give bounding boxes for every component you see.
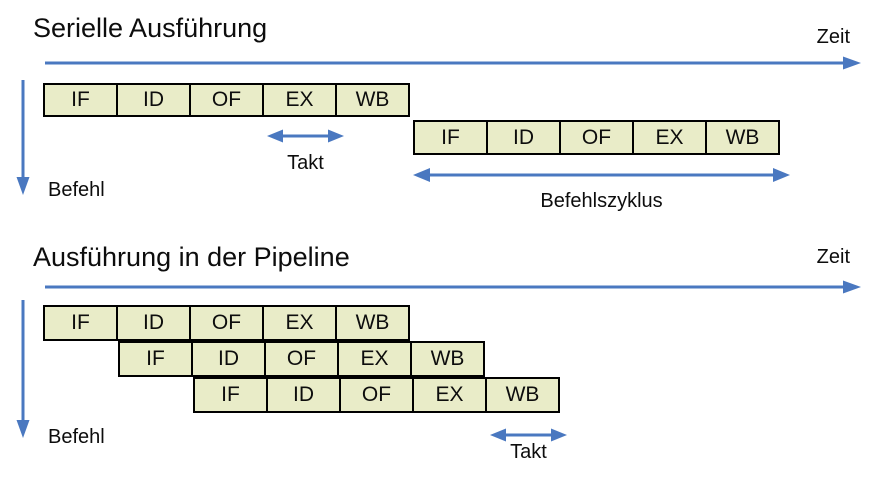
pipeline-zeit-label: Zeit [816,246,850,268]
pipeline-instruction-row-2: IF ID OF EX WB [118,341,485,377]
pipeline-instruction-row-1: IF ID OF EX WB [43,305,410,341]
serial-befehl-label: Befehl [48,179,105,201]
stage-cell-id: ID [116,83,191,117]
pipeline-befehl-axis-arrow [16,300,30,438]
stage-cell-ex: EX [337,341,412,377]
stage-cell-of: OF [189,305,264,341]
stage-cell-ex: EX [632,120,707,155]
serial-befehl-axis-arrow [16,80,30,195]
serial-section-title: Serielle Ausführung [33,13,268,43]
serial-time-axis-arrow [45,56,861,70]
serial-instruction-row-1: IF ID OF EX WB [43,83,410,117]
pipeline-takt-span-arrow [490,428,567,442]
stage-cell-wb: WB [485,377,560,413]
serial-takt-span-arrow [267,129,344,143]
stage-cell-if: IF [413,120,488,155]
stage-cell-if: IF [118,341,193,377]
stage-cell-wb: WB [335,305,410,341]
serial-zeit-label: Zeit [816,26,850,48]
serial-instruction-row-2: IF ID OF EX WB [413,120,780,155]
pipeline-takt-label: Takt [510,441,547,463]
stage-cell-id: ID [266,377,341,413]
stage-cell-wb: WB [335,83,410,117]
stage-cell-of: OF [264,341,339,377]
stage-cell-id: ID [116,305,191,341]
stage-cell-wb: WB [410,341,485,377]
pipeline-section-title: Ausführung in der Pipeline [33,242,350,272]
stage-cell-ex: EX [412,377,487,413]
stage-cell-id: ID [191,341,266,377]
stage-cell-of: OF [189,83,264,117]
befehlszyklus-label: Befehlszyklus [540,190,663,212]
befehlszyklus-span-arrow [413,168,790,182]
serial-takt-label: Takt [287,152,324,174]
stage-cell-if: IF [43,83,118,117]
pipeline-time-axis-arrow [45,280,861,294]
stage-cell-of: OF [559,120,634,155]
stage-cell-ex: EX [262,305,337,341]
stage-cell-id: ID [486,120,561,155]
stage-cell-ex: EX [262,83,337,117]
pipeline-befehl-label: Befehl [48,426,105,448]
stage-cell-if: IF [193,377,268,413]
pipeline-instruction-row-3: IF ID OF EX WB [193,377,560,413]
stage-cell-wb: WB [705,120,780,155]
stage-cell-of: OF [339,377,414,413]
stage-cell-if: IF [43,305,118,341]
